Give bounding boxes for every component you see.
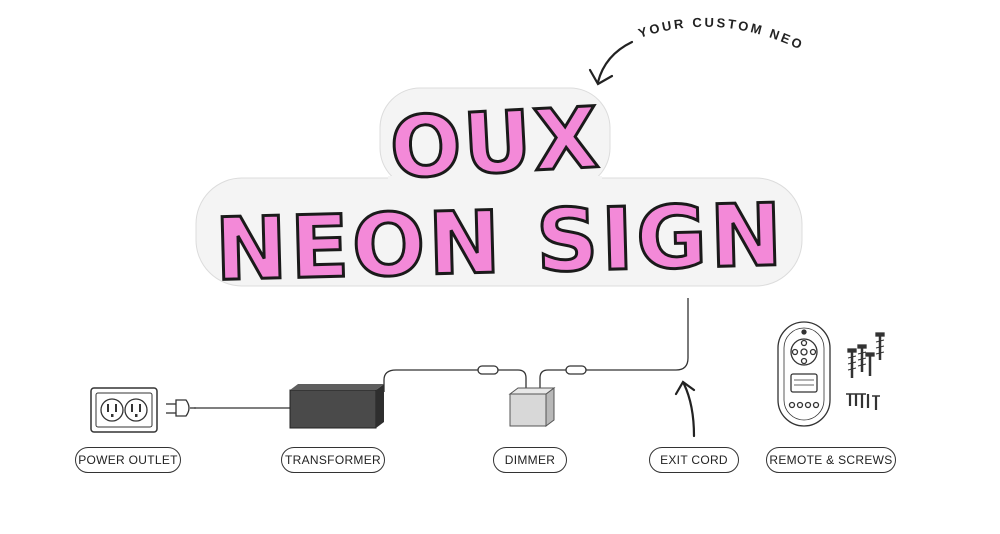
transformer-label: TRANSFORMER <box>281 447 385 473</box>
sign-line-2: NEON SIGN <box>214 186 786 301</box>
transformer-icon <box>289 384 384 429</box>
custom-neon-annotation: YOUR CUSTOM NEON <box>0 0 807 53</box>
screws-icon <box>846 332 885 410</box>
outlet-icon <box>90 387 158 433</box>
cables <box>194 298 689 409</box>
cord-connector <box>565 365 587 375</box>
exit-cord-label: EXIT CORD <box>649 447 739 473</box>
plug-icon <box>166 399 196 417</box>
power-outlet-label: POWER OUTLET <box>75 447 181 473</box>
cord-connector <box>477 365 499 375</box>
arrow-icon <box>588 40 634 86</box>
remote-icon <box>777 321 831 427</box>
exit-cord-arrow-icon <box>674 380 696 438</box>
sign-line-1: OUX <box>388 89 603 198</box>
dimmer-icon <box>508 387 556 427</box>
dimmer-label: DIMMER <box>493 447 567 473</box>
sign-backer <box>195 87 803 287</box>
custom-neon-annotation-text: YOUR CUSTOM NEON <box>0 0 804 53</box>
remote-screws-label: REMOTE & SCREWS <box>766 447 896 473</box>
